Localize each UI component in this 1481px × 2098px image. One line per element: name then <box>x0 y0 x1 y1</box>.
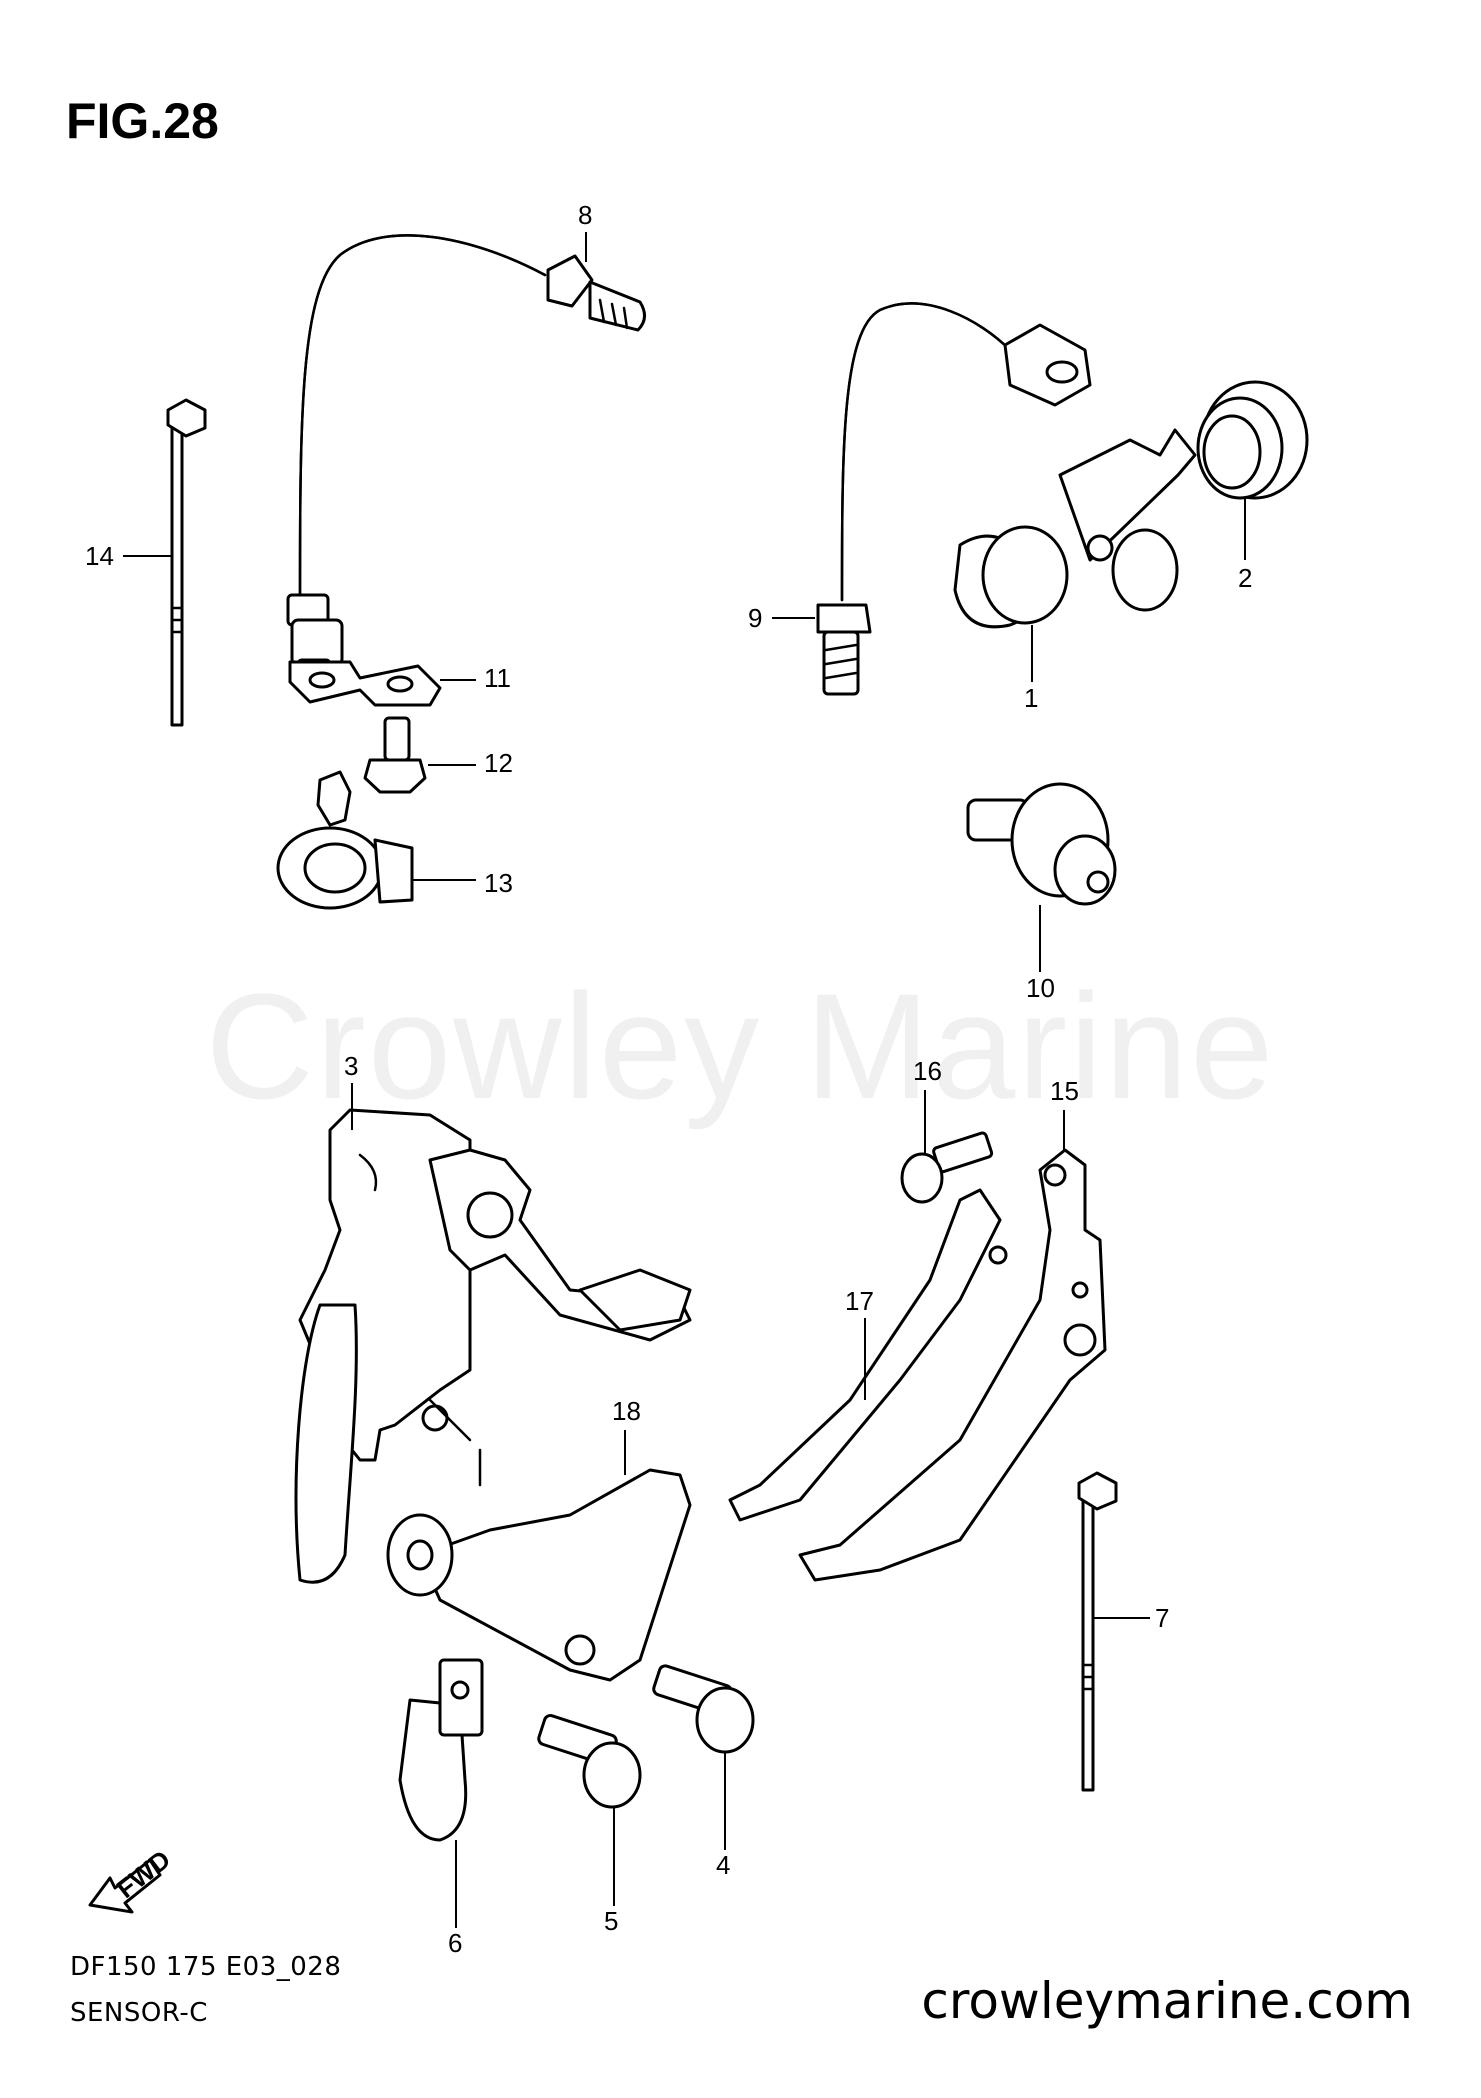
svg-text:18: 18 <box>612 1396 641 1426</box>
part-16-bolt <box>900 1131 994 1204</box>
website-link[interactable]: crowleymarine.com <box>921 1972 1413 2030</box>
svg-text:14: 14 <box>85 541 114 571</box>
svg-text:1: 1 <box>1024 683 1038 713</box>
part-11-bracket <box>288 660 442 707</box>
svg-text:5: 5 <box>604 1906 618 1936</box>
part-4-bolt <box>652 1664 755 1754</box>
part-1-sensor <box>953 428 1197 629</box>
callout-17: 17 <box>845 1286 874 1400</box>
svg-text:6: 6 <box>448 1928 462 1958</box>
svg-text:2: 2 <box>1238 563 1252 593</box>
part-12-bolt <box>363 716 427 794</box>
callout-10: 10 <box>1026 905 1055 1003</box>
model-code: DF150 175 E03_028 <box>70 1952 342 1982</box>
part-14-cable-tie <box>166 398 207 727</box>
svg-text:9: 9 <box>748 603 762 633</box>
callout-14: 14 <box>85 541 172 571</box>
part-15-bracket <box>798 1148 1107 1582</box>
callout-13: 13 <box>412 868 513 898</box>
svg-text:3: 3 <box>344 1051 358 1081</box>
callout-11: 11 <box>440 663 511 693</box>
part-2-grommet <box>1196 380 1309 500</box>
callout-1: 1 <box>1024 625 1038 713</box>
svg-text:7: 7 <box>1155 1603 1169 1633</box>
callout-12: 12 <box>428 748 513 778</box>
part-3-sensor-assembly <box>294 1108 692 1584</box>
part-7-cable-tie <box>1077 1471 1118 1792</box>
callout-4: 4 <box>716 1752 730 1880</box>
watermark: Crowley Marine <box>205 962 1276 1130</box>
callout-18: 18 <box>612 1396 641 1475</box>
callout-8: 8 <box>578 200 592 262</box>
fwd-arrow-icon: FWD <box>88 1844 176 1914</box>
callout-9: 9 <box>748 603 815 633</box>
svg-text:11: 11 <box>484 663 511 693</box>
section-name: SENSOR-C <box>70 1998 208 2028</box>
callout-5: 5 <box>604 1808 618 1936</box>
callout-3: 3 <box>344 1051 358 1130</box>
svg-text:15: 15 <box>1050 1076 1079 1106</box>
figure-title: FIG.28 <box>66 93 219 149</box>
svg-text:12: 12 <box>484 748 513 778</box>
svg-text:4: 4 <box>716 1850 730 1880</box>
callout-15: 15 <box>1050 1076 1079 1150</box>
part-5-bolt <box>537 1714 642 1809</box>
svg-text:17: 17 <box>845 1286 874 1316</box>
callout-6: 6 <box>448 1840 462 1958</box>
svg-text:16: 16 <box>913 1056 942 1086</box>
callout-2: 2 <box>1238 498 1252 593</box>
part-6-clamp <box>398 1658 484 1842</box>
svg-text:10: 10 <box>1026 973 1055 1003</box>
part-9-sensor <box>816 302 1092 696</box>
svg-text:8: 8 <box>578 200 592 230</box>
svg-text:13: 13 <box>484 868 513 898</box>
callout-7: 7 <box>1093 1603 1169 1633</box>
part-17-bracket <box>728 1188 1008 1522</box>
callout-16: 16 <box>913 1056 942 1154</box>
part-8-temperature-sensor <box>286 234 646 692</box>
part-10-pressure-switch <box>966 782 1117 906</box>
part-18-plate <box>386 1398 692 1682</box>
part-13-clamp <box>276 770 414 910</box>
